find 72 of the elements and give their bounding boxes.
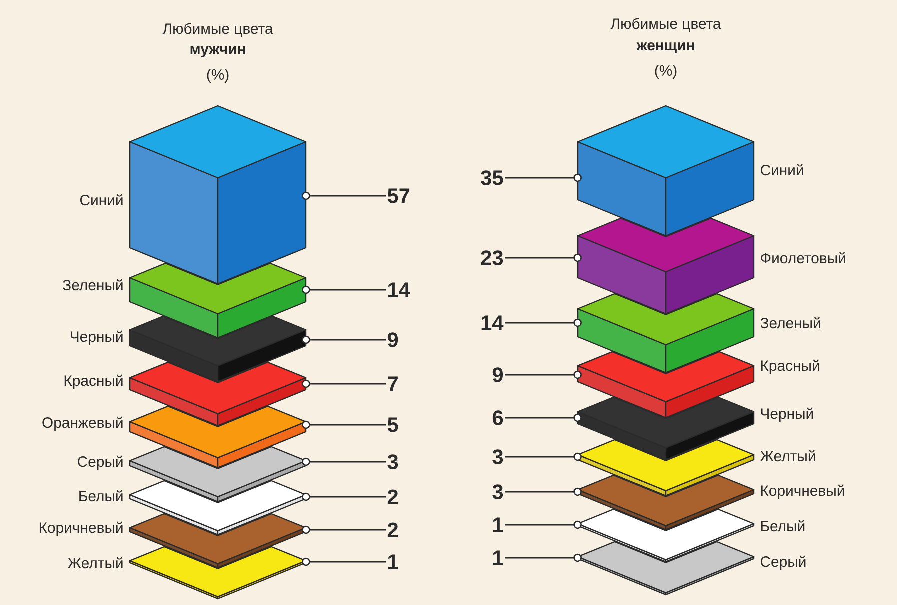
value-number: 14 <box>388 282 410 298</box>
color-name: Красный <box>761 360 820 374</box>
leader-line <box>505 554 582 562</box>
color-slab <box>129 406 307 469</box>
value-number: 7 <box>388 376 398 392</box>
color-name: Красный <box>64 374 123 390</box>
leader-line <box>505 174 582 182</box>
color-name: Желтый <box>68 557 123 569</box>
color-slab <box>577 396 755 461</box>
value-number: 9 <box>388 332 398 348</box>
color-slab <box>129 362 307 427</box>
value-number: 6 <box>492 410 504 426</box>
leader-line <box>302 420 386 430</box>
title-text: женщин <box>636 42 694 54</box>
title-text: (%) <box>207 69 229 83</box>
title-text: (%) <box>655 65 677 79</box>
color-slab <box>577 293 755 374</box>
leader-line <box>302 458 386 466</box>
color-slab <box>577 105 755 237</box>
value-number: 2 <box>388 490 398 504</box>
color-name: Зеленый <box>63 279 123 291</box>
color-name: Коричневый <box>761 484 844 500</box>
leader-line <box>505 318 582 328</box>
color-slab <box>577 351 755 419</box>
color-slab <box>129 446 307 503</box>
leader-line <box>302 558 386 566</box>
value-number: 1 <box>388 554 398 570</box>
color-name: Черный <box>71 330 123 346</box>
color-name: Серый <box>78 456 123 470</box>
leader-line <box>505 254 582 262</box>
color-slab <box>129 105 307 285</box>
leader-line <box>302 192 386 200</box>
value-number: 23 <box>481 250 504 266</box>
leader-line <box>505 452 582 462</box>
leader-line <box>302 380 386 388</box>
leader-line <box>505 488 582 496</box>
title-text: мужчин <box>190 46 246 58</box>
color-name: Белый <box>761 520 805 532</box>
leader-line <box>302 526 386 534</box>
value-number: 5 <box>388 418 398 432</box>
leader-line <box>505 370 582 380</box>
color-name: Коричневый <box>40 522 123 536</box>
value-number: 14 <box>482 316 504 330</box>
color-name: Оранжевый <box>42 416 123 432</box>
value-number: 1 <box>493 518 504 532</box>
value-number: 9 <box>492 368 504 382</box>
leader-line <box>505 414 582 422</box>
value-number: 1 <box>493 550 504 566</box>
color-name: Черный <box>761 408 814 422</box>
color-name: Синий <box>80 194 123 206</box>
color-name: Синий <box>760 164 804 176</box>
value-number: 3 <box>492 484 504 500</box>
value-number: 3 <box>388 454 398 470</box>
value-number: 2 <box>388 522 398 538</box>
color-slab <box>129 316 307 383</box>
color-name: Серый <box>760 556 806 570</box>
color-slab <box>577 218 755 315</box>
value-number: 3 <box>492 450 504 464</box>
color-name: Фиолетовый <box>761 252 846 264</box>
leader-line <box>302 492 386 502</box>
value-number: 57 <box>388 188 410 204</box>
color-slab <box>129 262 307 339</box>
color-name: Зеленый <box>760 317 820 329</box>
color-name: Белый <box>80 490 123 502</box>
value-number: 35 <box>481 170 504 186</box>
title-text: Любимые цвета <box>162 23 274 37</box>
leader-line <box>302 286 386 294</box>
title-text: Любимые цвета <box>610 18 722 32</box>
leader-line <box>302 336 386 344</box>
leader-line <box>505 520 582 530</box>
color-name: Желтый <box>760 450 816 462</box>
color-slab <box>577 439 755 497</box>
